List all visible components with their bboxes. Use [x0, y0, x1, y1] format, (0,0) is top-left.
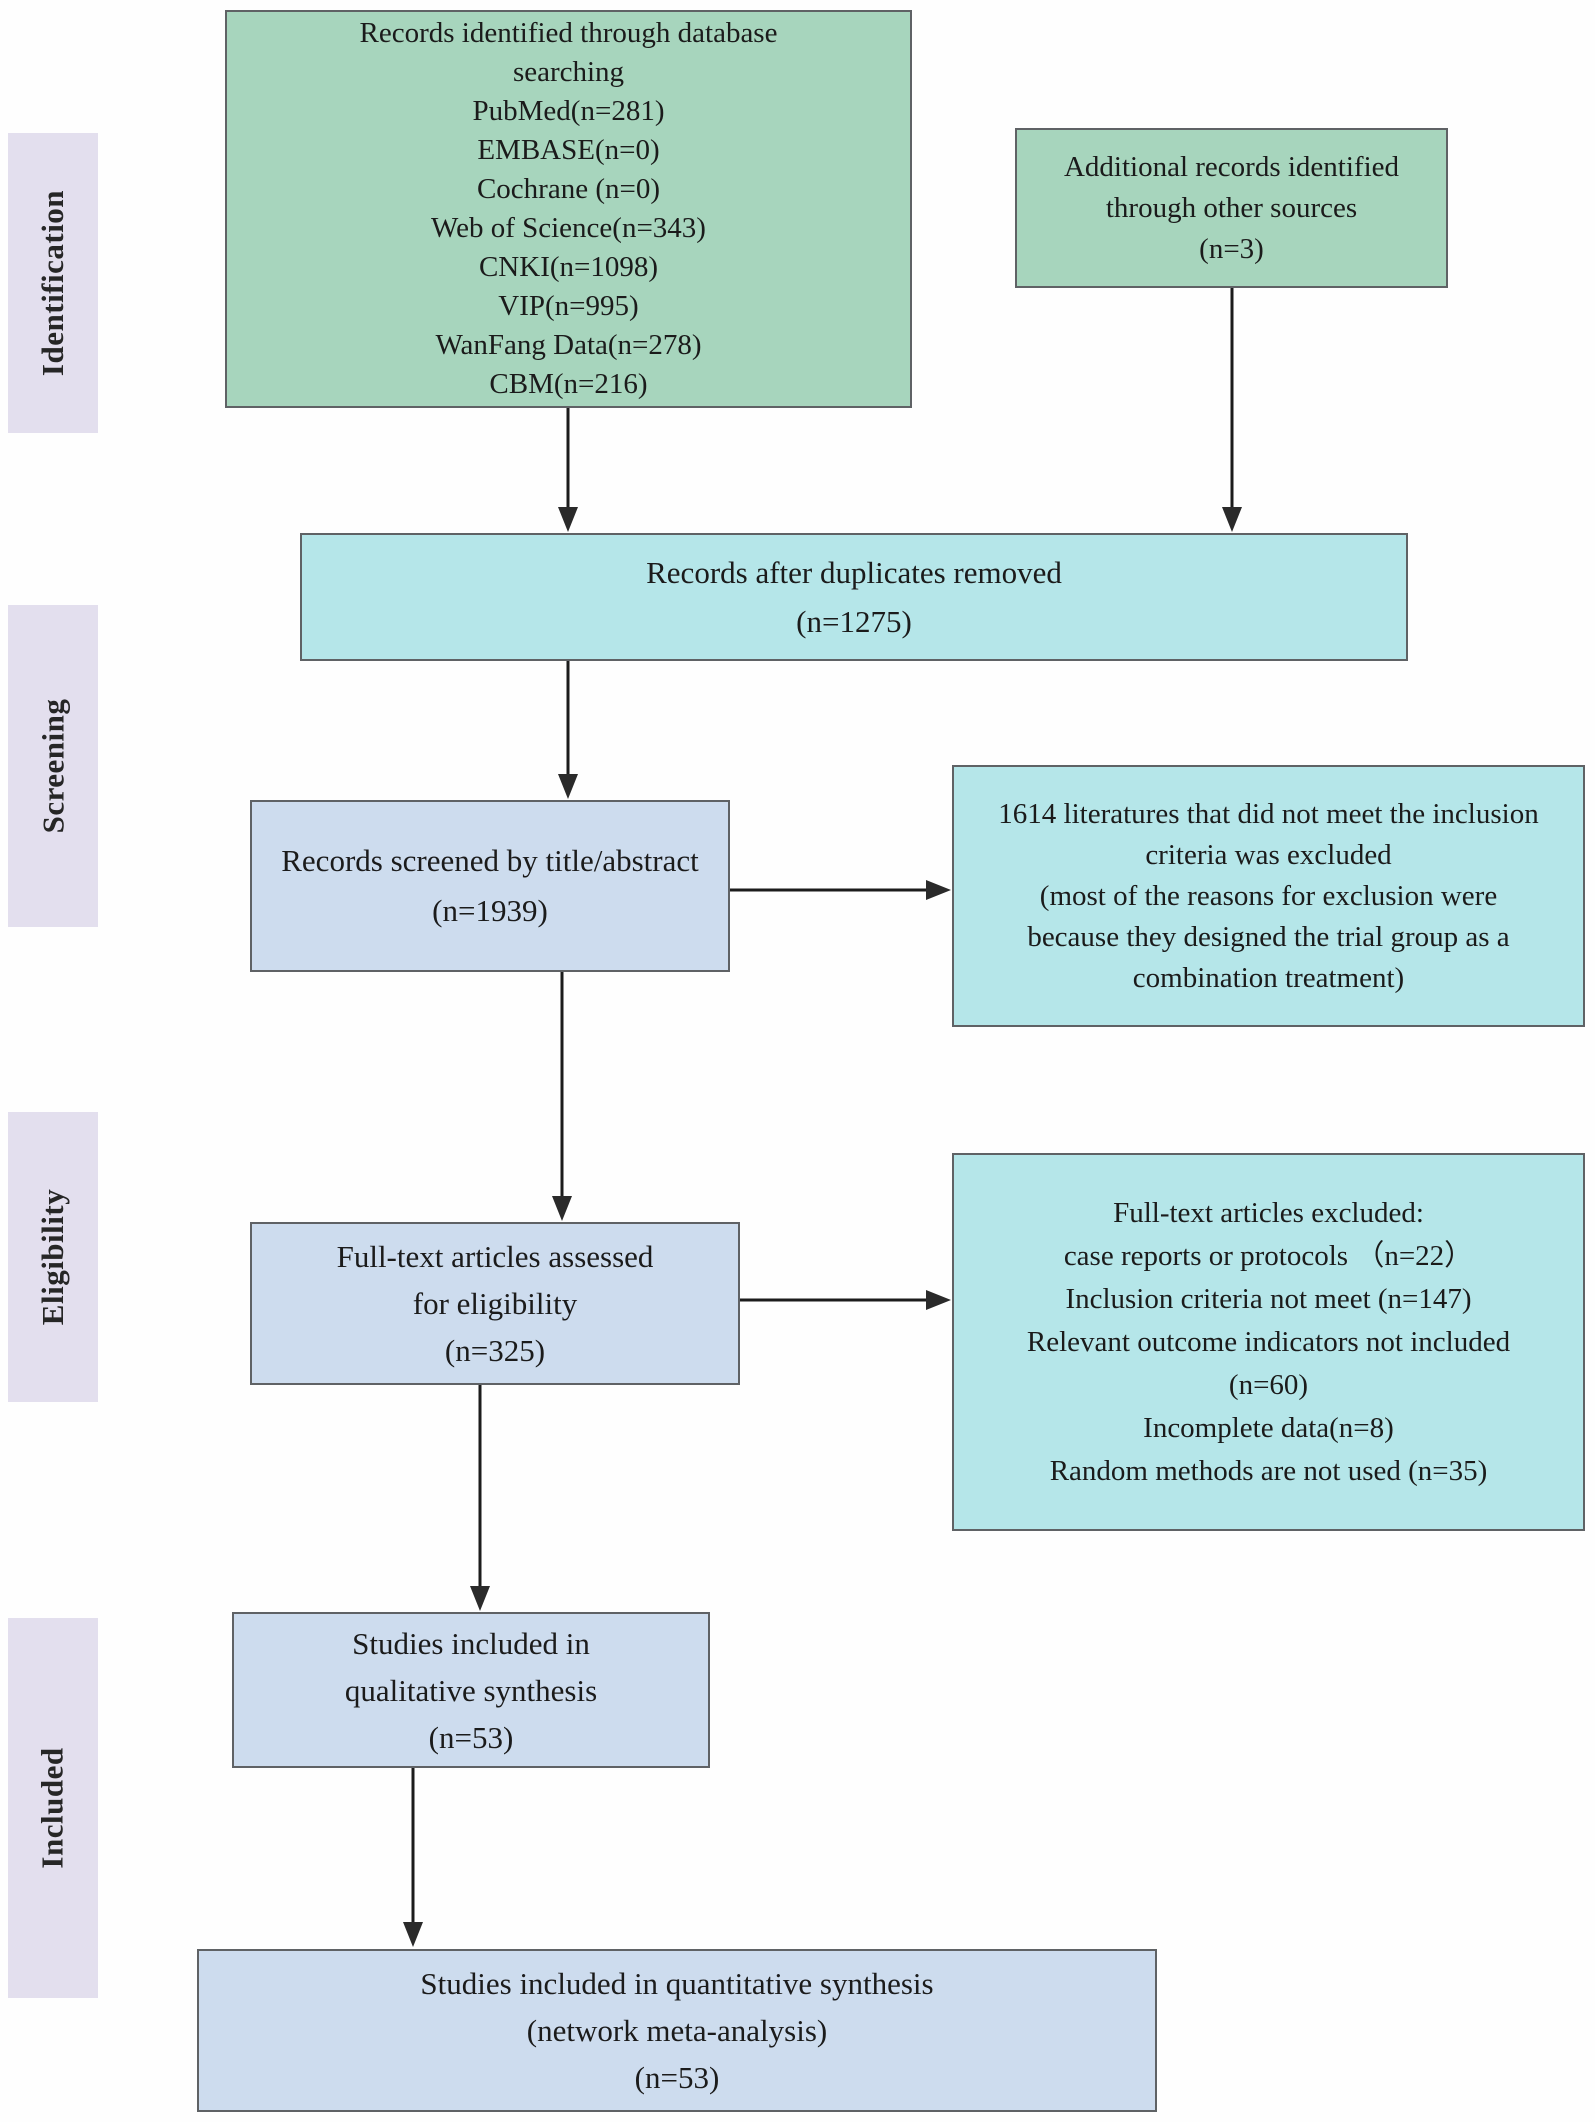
- box-qualitative-synthesis: Studies included in qualitative synthesi…: [232, 1612, 710, 1768]
- arrowhead-screened-to-fulltext: [552, 1196, 572, 1221]
- box-records-screened: Records screened by title/abstract (n=19…: [250, 800, 730, 972]
- stage-identification: Identification: [8, 133, 98, 433]
- box-line: through other sources: [1105, 191, 1358, 224]
- box-line: (most of the reasons for exclusion were: [1039, 879, 1498, 912]
- box-fulltext-assessed: Full-text articles assessed for eligibil…: [250, 1222, 740, 1385]
- box-line: because they designed the trial group as…: [1027, 920, 1510, 953]
- arrowhead-qualitative-to-quantitative: [403, 1922, 423, 1947]
- arrowhead-fulltext-to-qualitative: [470, 1586, 490, 1611]
- stage-label: Identification: [35, 189, 70, 377]
- stage-label: Eligibility: [35, 1188, 71, 1326]
- stage-eligibility: Eligibility: [8, 1112, 98, 1402]
- box-line: searching: [512, 56, 625, 88]
- box-line: Additional records identified: [1063, 150, 1399, 183]
- box-line: CBM(n=216): [489, 368, 648, 400]
- box-line: (n=53): [634, 2060, 720, 2095]
- stage-label: Screening: [35, 698, 70, 834]
- arrowhead-db-to-dup: [558, 507, 578, 532]
- stage-screening: Screening: [8, 605, 98, 927]
- box-line: 1614 literatures that did not meet the i…: [998, 797, 1539, 830]
- box-line: CNKI(n=1098): [478, 251, 659, 283]
- box-line: Web of Science(n=343): [431, 212, 706, 244]
- box-other-sources: Additional records identified through ot…: [1015, 128, 1448, 288]
- box-duplicates-removed: Records after duplicates removed (n=1275…: [300, 533, 1408, 661]
- box-line: case reports or protocols （n=22）: [1063, 1239, 1474, 1272]
- stage-included: Included: [8, 1618, 98, 1998]
- box-line: Inclusion criteria not meet (n=147): [1065, 1282, 1472, 1315]
- arrowhead-fulltext-to-excluded: [926, 1290, 951, 1310]
- box-screening-excluded: 1614 literatures that did not meet the i…: [952, 765, 1585, 1027]
- box-line: Full-text articles excluded:: [1113, 1196, 1424, 1229]
- box-database-search: Records identified through database sear…: [225, 10, 912, 408]
- box-line: Random methods are not used (n=35): [1049, 1454, 1488, 1487]
- box-line: WanFang Data(n=278): [435, 329, 702, 361]
- box-line: (n=3): [1199, 232, 1264, 265]
- box-line: EMBASE(n=0): [477, 134, 660, 166]
- box-line: (network meta-analysis): [526, 2013, 828, 2048]
- stage-label: Included: [35, 1747, 71, 1869]
- box-line: VIP(n=995): [498, 290, 639, 322]
- box-line: Studies included in quantitative synthes…: [420, 1966, 934, 2001]
- box-line: (n=1275): [796, 604, 912, 639]
- arrowhead-screened-to-excluded: [926, 880, 951, 900]
- box-line: qualitative synthesis: [344, 1672, 598, 1708]
- box-line: Incomplete data(n=8): [1143, 1411, 1394, 1444]
- box-line: Cochrane (n=0): [476, 173, 661, 205]
- box-fulltext-excluded: Full-text articles excluded: case report…: [952, 1153, 1585, 1531]
- box-line: Records after duplicates removed: [646, 555, 1062, 590]
- box-line: (n=60): [1228, 1368, 1309, 1401]
- arrowhead-other-to-dup: [1222, 507, 1242, 532]
- box-line: Relevant outcome indicators not included: [1026, 1325, 1511, 1358]
- box-line: criteria was excluded: [1145, 838, 1392, 871]
- box-line: Full-text articles assessed: [336, 1239, 654, 1274]
- box-line: for eligibility: [412, 1286, 578, 1321]
- box-line: (n=1939): [432, 893, 548, 928]
- box-line: Records screened by title/abstract: [281, 843, 699, 878]
- box-line: PubMed(n=281): [472, 95, 665, 127]
- box-line: (n=53): [428, 1719, 514, 1755]
- box-line: Studies included in: [352, 1625, 590, 1661]
- arrowhead-dup-to-screened: [558, 774, 578, 799]
- box-line: (n=325): [444, 1333, 546, 1368]
- box-line: combination treatment): [1132, 961, 1405, 994]
- box-quantitative-synthesis: Studies included in quantitative synthes…: [197, 1949, 1157, 2112]
- box-line: Records identified through database: [359, 17, 778, 49]
